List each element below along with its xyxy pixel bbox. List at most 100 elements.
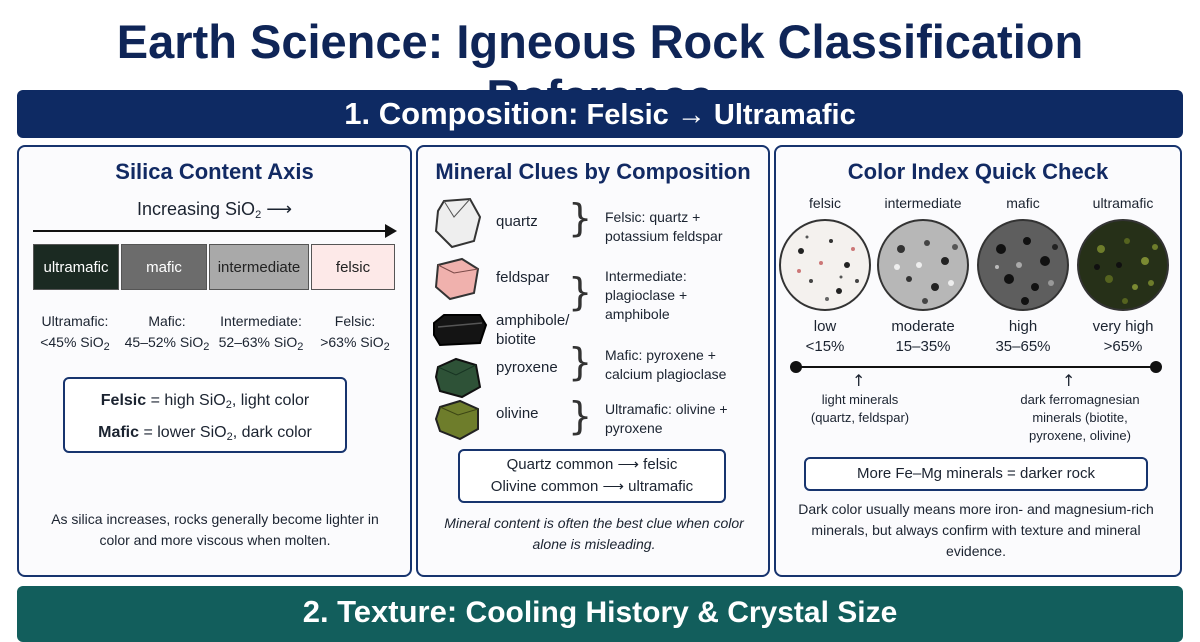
silica-note: As silica increases, rocks generally bec… (51, 511, 379, 548)
index-level: high (1008, 318, 1038, 335)
callout-subscript: 2 (226, 431, 233, 443)
column-ultramafic: ultramafic (1092, 195, 1154, 211)
brace-icon: } (568, 270, 593, 314)
pyroxene-crystal-icon (434, 357, 482, 399)
range-value-subscript: 2 (203, 341, 210, 353)
mineral-olivine: olivine (496, 405, 539, 422)
axis-label-subscript: 2 (255, 209, 262, 221)
mineral-quartz: quartz (496, 213, 538, 230)
range-mafic: Mafic: 45–52% SiO2 (119, 311, 215, 358)
brace-icon: } (568, 394, 593, 438)
olivine-crystal-icon (434, 399, 479, 441)
callout-line: Quartz common ⟶ felsic (506, 456, 678, 473)
callout-line: Olivine common ⟶ ultramafic (490, 478, 694, 495)
callout-bold: Mafic (98, 424, 140, 441)
dark-minerals-label: dark ferromagnesian minerals (biotite, p… (1020, 392, 1140, 443)
axis-label-text: Increasing SiO (137, 199, 256, 219)
range-value-text: >63% SiO (320, 334, 384, 350)
intermediate-block: intermediate (209, 244, 309, 290)
felsic-block: felsic (311, 244, 395, 290)
section-subtitle: Cooling History & Crystal Size (457, 596, 898, 629)
mineral-clues-panel: Mineral Clues by Composition quartz feld… (416, 145, 770, 577)
range-name: Intermediate: (220, 313, 302, 329)
mineral-amphibole-biotite: amphibole/ biotite (496, 312, 570, 348)
ultramafic-block: ultramafic (33, 244, 119, 290)
column-felsic: felsic (809, 195, 841, 211)
amphibole-crystal-icon (433, 314, 488, 347)
color-index-panel: Color Index Quick Check felsic intermedi… (774, 145, 1182, 577)
range-felsic: Felsic: >63% SiO2 (311, 311, 399, 358)
range-name: Felsic: (334, 313, 376, 329)
range-value: <45% SiO2 (25, 332, 125, 358)
range-value-subscript: 2 (297, 341, 304, 353)
fe-mg-callout: More Fe–Mg minerals = darker rock (804, 457, 1148, 491)
mafic-sample-circle (977, 219, 1069, 311)
section-banner-composition: 1. Composition: Felsic → Ultramafic (17, 90, 1183, 138)
up-arrow-icon: ↑ (852, 371, 866, 390)
column-mafic: mafic (1006, 195, 1040, 211)
section-banner-texture: 2. Texture: Cooling History & Crystal Si… (17, 586, 1183, 642)
axis-label: Increasing SiO2 ⟶ (19, 199, 410, 221)
light-minerals-label: light minerals (quartz, feldspar) (810, 392, 910, 425)
panel-title: Silica Content Axis (115, 159, 314, 184)
panel-title: Mineral Clues by Composition (435, 159, 751, 184)
range-ultramafic: Ultramafic: <45% SiO2 (25, 311, 125, 358)
panel-title: Color Index Quick Check (847, 159, 1109, 184)
mafic-block: mafic (121, 244, 207, 290)
range-value-subscript: 2 (383, 341, 390, 353)
range-intermediate: Intermediate: 52–63% SiO2 (209, 311, 313, 358)
range-value: 52–63% SiO2 (209, 332, 313, 358)
index-level: moderate (891, 318, 955, 335)
speckle-pattern (1094, 238, 1158, 304)
color-index-intermediate: moderate 15–35% (868, 317, 978, 357)
section-subtitle: Felsic → Ultramafic (578, 99, 856, 131)
callout-text: , light color (231, 392, 310, 409)
clue-mafic: Mafic: pyroxene + calcium plagioclase (605, 347, 727, 382)
section-number-label: 1. Composition: (344, 96, 579, 131)
callout-subscript: 2 (225, 399, 232, 411)
index-range: <15% (805, 338, 845, 355)
clue-ultramafic: Ultramafic: olivine + pyroxene (605, 401, 728, 436)
clue-felsic: Felsic: quartz + potassium feldspar (605, 209, 723, 244)
ultramafic-sample-circle (1077, 219, 1169, 311)
clue-intermediate: Intermediate: plagioclase + amphibole (605, 268, 688, 322)
arrowhead-icon (385, 224, 397, 238)
callout-text: = high SiO (146, 392, 226, 409)
range-value-text: 52–63% SiO (218, 334, 298, 350)
index-range: 15–35% (895, 338, 951, 355)
scale-endpoint-icon (1150, 361, 1162, 373)
callout-text: = lower SiO (139, 424, 227, 441)
feldspar-crystal-icon (434, 257, 480, 301)
quartz-olivine-callout: Quartz common ⟶ felsic Olivine common ⟶ … (458, 449, 726, 503)
range-value-text: 45–52% SiO (124, 334, 204, 350)
section-number-label: 2. Texture: (302, 594, 458, 629)
range-value-text: <45% SiO (40, 334, 104, 350)
scale-endpoint-icon (790, 361, 802, 373)
silica-content-panel: Silica Content Axis Increasing SiO2 ⟶ ul… (17, 145, 412, 577)
callout-line-mafic: Mafic = lower SiO2, dark color (65, 419, 345, 451)
mineral-note: Mineral content is often the best clue w… (444, 515, 744, 552)
callout-text: , dark color (232, 424, 312, 441)
felsic-mafic-callout: Felsic = high SiO2, light color Mafic = … (63, 377, 347, 453)
callout-bold: Felsic (100, 392, 147, 409)
callout-line-felsic: Felsic = high SiO2, light color (65, 387, 345, 419)
color-index-mafic: high 35–65% (968, 317, 1078, 357)
speckle-pattern (995, 237, 1058, 305)
arrow-right-icon: ⟶ (261, 199, 292, 219)
speckle-pattern (797, 235, 859, 301)
range-value: >63% SiO2 (311, 332, 399, 358)
color-scale-line (796, 366, 1156, 368)
range-value: 45–52% SiO2 (119, 332, 215, 358)
mineral-feldspar: feldspar (496, 269, 550, 286)
brace-icon: } (568, 196, 593, 240)
speckle-pattern (894, 240, 958, 304)
range-name: Mafic: (148, 313, 186, 329)
intermediate-sample-circle (877, 219, 969, 311)
up-arrow-icon: ↑ (1062, 371, 1076, 390)
felsic-sample-circle (779, 219, 871, 311)
range-value-subscript: 2 (103, 341, 110, 353)
mineral-pyroxene: pyroxene (496, 359, 558, 376)
color-note: Dark color usually means more iron- and … (798, 501, 1154, 559)
quartz-crystal-icon (434, 197, 482, 249)
index-level: low (813, 318, 837, 335)
